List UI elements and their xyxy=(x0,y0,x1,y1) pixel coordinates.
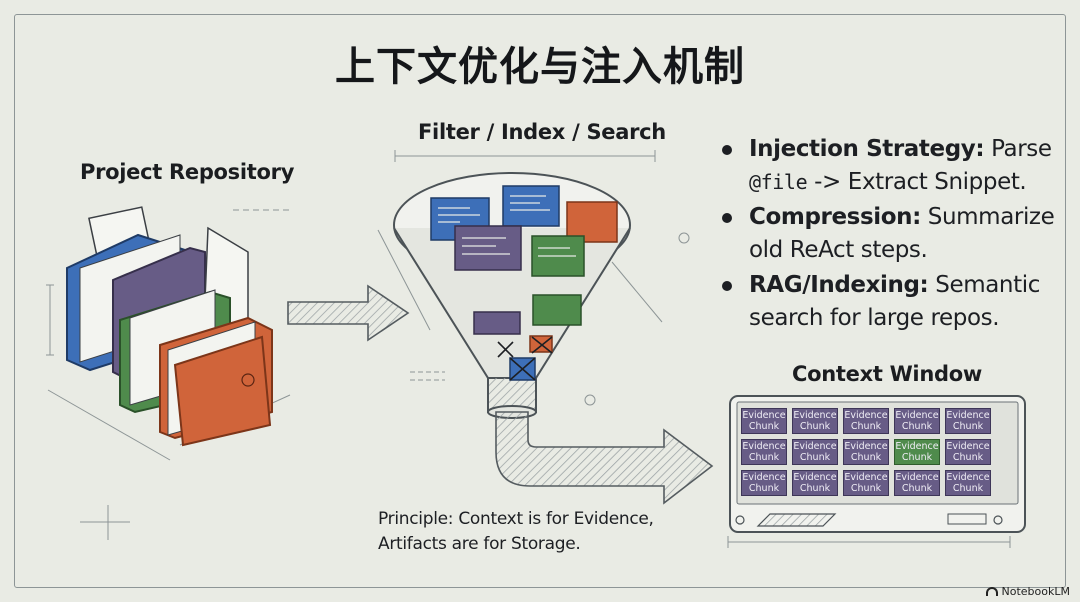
repository-label: Project Repository xyxy=(80,160,295,184)
evidence-chunk-text: Evidence xyxy=(742,472,786,483)
evidence-chunk-text: Chunk xyxy=(952,483,984,494)
arrow-to-context-window xyxy=(495,411,714,505)
strategy-list: Injection Strategy: Parse @file -> Extra… xyxy=(718,133,1058,337)
evidence-chunk-text: Chunk xyxy=(799,483,831,494)
evidence-chunk-text: Chunk xyxy=(901,421,933,432)
evidence-chunk-text: Chunk xyxy=(952,452,984,463)
evidence-chunk-text: Evidence xyxy=(895,441,939,452)
bullet-rag-title: RAG/Indexing: xyxy=(749,272,929,298)
evidence-chunk-text: Evidence xyxy=(742,410,786,421)
evidence-chunk-text: Evidence xyxy=(793,472,837,483)
evidence-chunk-text: Evidence xyxy=(946,472,990,483)
evidence-chunk-text: Evidence xyxy=(793,441,837,452)
funnel-label: Filter / Index / Search xyxy=(418,120,666,144)
evidence-chunk-text: Evidence xyxy=(844,441,888,452)
principle-line-1: Principle: Context is for Evidence, xyxy=(378,509,654,529)
slide-frame xyxy=(14,14,1066,588)
evidence-chunk-text: Evidence xyxy=(793,410,837,421)
evidence-chunk-text: Chunk xyxy=(748,421,780,432)
bullet-injection-rest: -> Extract Snippet. xyxy=(807,169,1027,195)
evidence-chunk-text: Evidence xyxy=(946,441,990,452)
file-token: @file xyxy=(749,170,808,194)
evidence-chunk-text: Evidence xyxy=(844,472,888,483)
bullet-injection-text: Parse xyxy=(984,136,1052,162)
context-window-label: Context Window xyxy=(792,362,982,386)
evidence-chunk-text: Chunk xyxy=(952,421,984,432)
evidence-chunk-text: Chunk xyxy=(850,452,882,463)
evidence-chunk-text: Chunk xyxy=(748,452,780,463)
evidence-chunk-text: Chunk xyxy=(799,452,831,463)
bullet-compression: Compression: Summarize old ReAct steps. xyxy=(718,201,1058,267)
arrow-to-funnel xyxy=(287,284,410,342)
evidence-chunk-text: Chunk xyxy=(901,483,933,494)
bullet-compression-title: Compression: xyxy=(749,204,921,230)
brand-name: NotebookLM xyxy=(1001,585,1070,598)
bullet-injection: Injection Strategy: Parse @file -> Extra… xyxy=(718,133,1058,199)
evidence-chunk-text: Evidence xyxy=(946,410,990,421)
bullet-compression-text: Summarize old ReAct steps. xyxy=(749,204,1055,263)
evidence-chunk-text: Chunk xyxy=(901,452,933,463)
principle-note: Principle: Context is for Evidence, Arti… xyxy=(378,507,654,557)
evidence-chunk-text: Chunk xyxy=(799,421,831,432)
evidence-chunk-text: Evidence xyxy=(895,472,939,483)
bullet-rag: RAG/Indexing: Semantic search for large … xyxy=(718,269,1058,335)
bullet-rag-text: Semantic search for large repos. xyxy=(749,272,1040,331)
evidence-chunk-text: Evidence xyxy=(844,410,888,421)
evidence-chunk-text: Evidence xyxy=(742,441,786,452)
evidence-chunk-text: Chunk xyxy=(850,483,882,494)
brand-watermark: NotebookLM xyxy=(985,585,1070,598)
notebooklm-icon xyxy=(985,587,998,596)
repository-folders-icon xyxy=(66,206,273,447)
evidence-chunk-text: Evidence xyxy=(895,410,939,421)
bullet-injection-title: Injection Strategy: xyxy=(749,136,985,162)
funnel-icon xyxy=(393,172,631,419)
page-title: 上下文优化与注入机制 xyxy=(335,44,745,90)
evidence-chunk-text: Chunk xyxy=(850,421,882,432)
principle-line-2: Artifacts are for Storage. xyxy=(378,534,581,554)
evidence-chunk-text: Chunk xyxy=(748,483,780,494)
